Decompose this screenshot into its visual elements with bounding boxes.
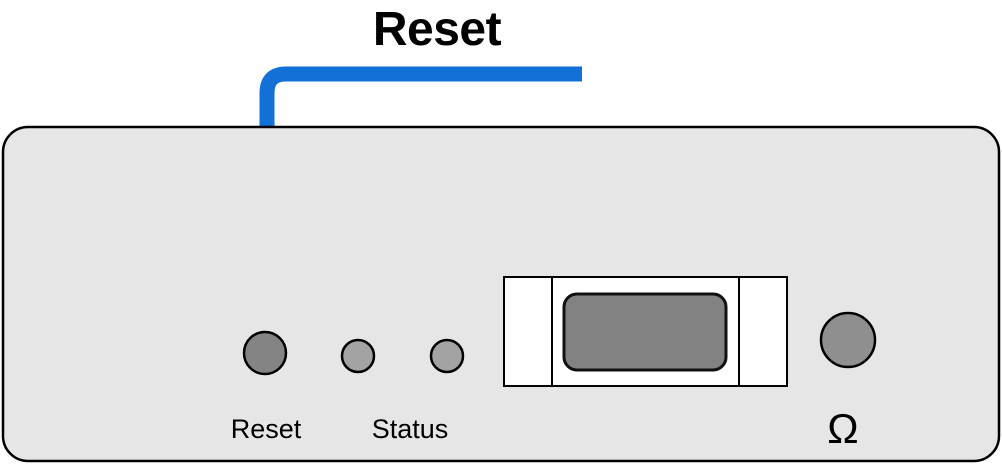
- reset-callout-line: [259, 66, 582, 345]
- ohm-button-label: Ω: [827, 405, 858, 452]
- connector-port: [503, 276, 788, 387]
- reset-button-label: Reset: [231, 414, 302, 444]
- connector-port-insert: [562, 292, 728, 372]
- status-led-2: [429, 338, 465, 374]
- status-led-label: Status: [372, 414, 449, 444]
- callout-title: Reset: [373, 3, 502, 56]
- reset-button: [242, 330, 288, 376]
- status-led-1: [340, 338, 376, 374]
- ohm-button: [819, 311, 877, 369]
